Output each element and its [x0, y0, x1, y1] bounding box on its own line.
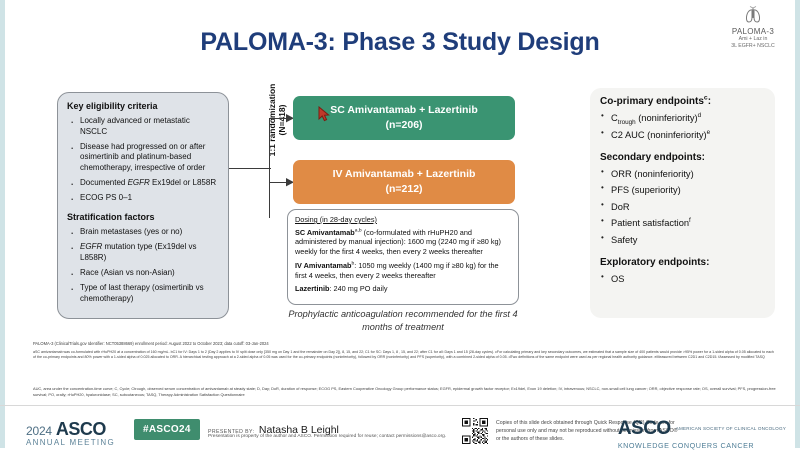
study-logo-line2: 3L EGFR+ NSCLC — [731, 43, 775, 50]
dosing-sc-label: SC Amivantamab — [295, 227, 355, 237]
dosing-iv: IV Amivantamabb: 1050 mg weekly (1400 mg… — [295, 261, 511, 281]
dosing-iv-text: : 1050 mg weekly (1400 mg if ≥80 kg) for… — [295, 260, 499, 280]
dosing-sc-text: (co-formulated with rHuPH20 and administ… — [295, 227, 501, 257]
bottom-divider — [0, 405, 800, 406]
list-item: Documented EGFR Ex19del or L858R — [67, 175, 219, 192]
list-item: Type of last therapy (osimertinib vs che… — [67, 280, 219, 304]
list-item: DoR — [600, 200, 765, 213]
list-item: EGFR mutation type (Ex19del vs L858R) — [67, 239, 219, 263]
footnote-notes: aSC amivantamab was co-formulated with r… — [33, 350, 774, 360]
dosing-laz-text: : 240 mg PO daily — [329, 284, 388, 294]
list-item: Ctrough (noninferiority)d — [600, 111, 765, 126]
hashtag-badge: #ASCO24 — [134, 419, 200, 440]
right-rail — [795, 0, 800, 448]
arm-iv-count: (n=212) — [385, 183, 423, 195]
secondary-endpoints-heading: Secondary endpoints: — [600, 151, 706, 163]
coprimary-heading-text: Co-primary endpoints — [600, 96, 704, 107]
study-logo-name: PALOMA-3 — [731, 27, 775, 36]
exploratory-endpoints-list: OS — [600, 272, 765, 285]
asco-year: 2024 — [26, 424, 52, 438]
presenter-name: Natasha B Leighl — [258, 424, 339, 436]
study-logo: PALOMA-3 Ami + Laz in 3L EGFR+ NSCLC — [716, 6, 790, 50]
presented-by-block: PRESENTED BY: Natasha B Leighl — [208, 420, 339, 438]
dosing-lazertinib: Lazertinib: 240 mg PO daily — [295, 284, 511, 294]
dosing-iv-label: IV Amivantamab — [295, 260, 352, 270]
list-item: ECOG PS 0–1 — [67, 190, 219, 207]
arm-iv-name: IV Amivantamab + Lazertinib — [332, 168, 476, 181]
list-item: PFS (superiority) — [600, 183, 765, 196]
secondary-endpoints-list: ORR (noninferiority) PFS (superiority) D… — [600, 167, 765, 246]
list-item: OS — [600, 272, 765, 285]
list-item: C2 AUC (noninferiority)e — [600, 128, 765, 141]
dosing-sc-sup: a,b — [354, 228, 362, 234]
lung-icon — [745, 6, 761, 23]
arrowhead-iv-icon — [286, 178, 294, 187]
list-item: Brain metastases (yes or no) — [67, 224, 219, 241]
list-item: Patient satisfactionf — [600, 216, 765, 229]
asco-society-logo: ASCO AMERICAN SOCIETY OF CLINICAL ONCOLO… — [618, 418, 786, 450]
left-rail — [0, 0, 5, 448]
dosing-sc: SC Amivantamaba,b (co-formulated with rH… — [295, 228, 511, 258]
presented-by-label: PRESENTED BY: — [208, 429, 255, 435]
footnote-abbreviations: AUC, area under the concentration-time c… — [33, 386, 776, 398]
stratification-heading: Stratification factors — [67, 211, 155, 222]
footnote-source: PALOMA-3 (ClinicalTrials.gov Identifier:… — [33, 341, 269, 346]
asco-wordmark: ASCO — [55, 419, 107, 439]
eligibility-heading: Key eligibility criteria — [67, 101, 158, 111]
asco-society-wordmark: ASCO — [617, 418, 671, 439]
asco-society-name: AMERICAN SOCIETY OF CLINICAL ONCOLOGY — [675, 425, 786, 431]
list-item: Race (Asian vs non-Asian) — [67, 265, 219, 282]
connector-to-sc — [269, 118, 289, 120]
coprimary-heading-sup: c — [703, 94, 708, 102]
qr-code-note: Copies of this slide deck obtained throu… — [496, 420, 678, 443]
treatment-arm-sc[interactable]: SC Amivantamab + Lazertinib (n=206) — [293, 96, 515, 140]
eligibility-list: Locally advanced or metastatic NSCLC Dis… — [67, 113, 219, 207]
coprimary-endpoints-heading: Co-primary endpointsc: — [600, 94, 712, 107]
stratification-list: Brain metastases (yes or no) EGFR mutati… — [67, 224, 219, 304]
dosing-iv-sup: b — [351, 261, 355, 267]
connector-vertical — [269, 118, 271, 218]
mouse-cursor-icon — [318, 106, 330, 122]
list-item: ORR (noninferiority) — [600, 167, 765, 180]
eligibility-criteria-box: Key eligibility criteria Locally advance… — [57, 92, 229, 319]
qr-code-icon[interactable] — [462, 418, 488, 444]
arrowhead-sc-icon — [286, 114, 294, 123]
dosing-title: Dosing (in 28-day cycles) — [295, 215, 377, 224]
asco-annual-meeting-logo: 2024 ASCO ANNUAL MEETING — [26, 419, 115, 447]
list-item: Disease had progressed on or after osime… — [67, 139, 219, 174]
treatment-arm-iv[interactable]: IV Amivantamab + Lazertinib (n=212) — [293, 160, 515, 204]
endpoints-panel: Co-primary endpointsc: Ctrough (noninfer… — [590, 88, 775, 318]
asco-annual-meeting-text: ANNUAL MEETING — [26, 438, 116, 447]
page-title: PALOMA-3: Phase 3 Study Design — [200, 28, 600, 56]
asco-tagline: KNOWLEDGE CONQUERS CANCER — [617, 441, 755, 450]
dosing-laz-label: Lazertinib — [295, 284, 330, 294]
prophylaxis-note: Prophylactic anticoagulation recommended… — [288, 309, 518, 333]
coprimary-endpoints-list: Ctrough (noninferiority)d C2 AUC (noninf… — [600, 111, 765, 141]
dosing-box: Dosing (in 28-day cycles) SC Amivantamab… — [287, 209, 519, 305]
arm-sc-count: (n=206) — [385, 119, 423, 131]
list-item: Safety — [600, 233, 765, 246]
connector-inbound — [229, 168, 271, 170]
connector-to-iv — [269, 182, 289, 184]
study-logo-line1: Ami + Laz in — [738, 36, 768, 42]
list-item: Locally advanced or metastatic NSCLC — [67, 113, 219, 137]
exploratory-endpoints-heading: Exploratory endpoints: — [600, 257, 710, 269]
presentation-permission-note: Presentation is property of the author a… — [208, 434, 447, 439]
arm-sc-name: SC Amivantamab + Lazertinib — [330, 104, 478, 117]
